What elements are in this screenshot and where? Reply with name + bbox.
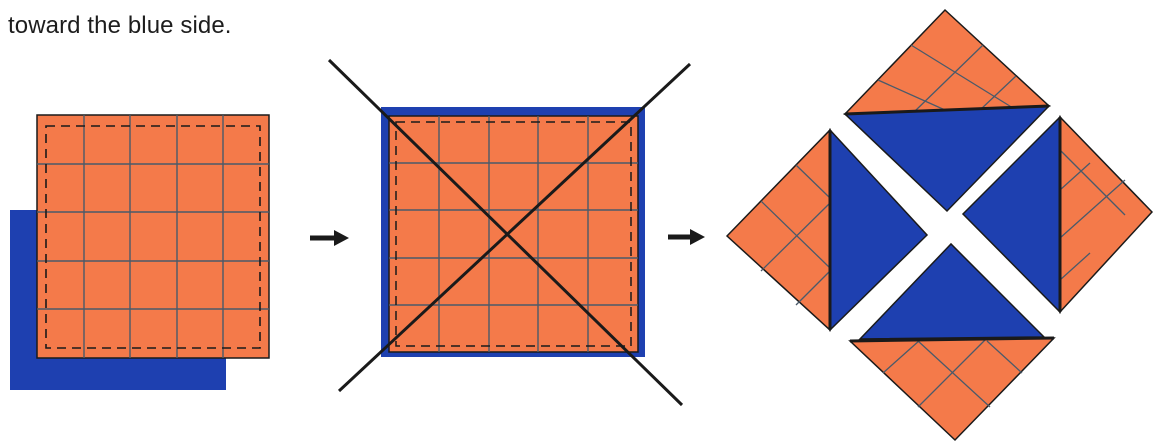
step-1-layered-squares bbox=[10, 115, 269, 390]
step-3-four-units bbox=[727, 10, 1152, 440]
orange-top-square bbox=[389, 116, 638, 352]
arrow-step-2-to-3 bbox=[668, 229, 705, 245]
arrow-step-1-to-2 bbox=[310, 230, 349, 246]
step-2-cut-diagonals bbox=[329, 60, 690, 405]
orange-fabric-square bbox=[37, 115, 269, 358]
